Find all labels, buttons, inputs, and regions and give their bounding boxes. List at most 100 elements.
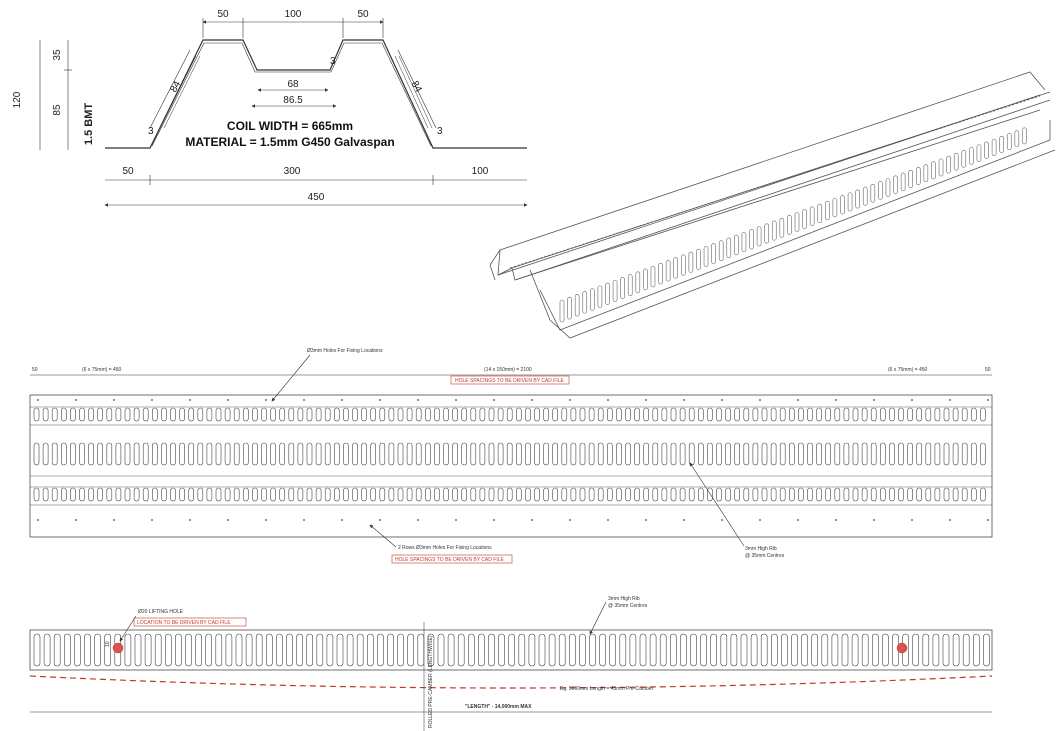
rib-slot bbox=[352, 487, 358, 502]
iso-slot bbox=[946, 155, 951, 174]
fixing-hole bbox=[37, 399, 39, 401]
rib-slot bbox=[970, 487, 977, 502]
iso-slot bbox=[605, 282, 610, 305]
rib-slot bbox=[932, 633, 940, 667]
rib-slot bbox=[53, 633, 61, 667]
rib-slot bbox=[70, 407, 76, 422]
rib-slot bbox=[508, 633, 516, 667]
rib-slot bbox=[206, 442, 213, 466]
rib-slot bbox=[525, 442, 531, 466]
fixing-hole bbox=[987, 399, 989, 401]
rib-slot bbox=[907, 487, 913, 502]
fixing-hole bbox=[607, 519, 609, 521]
rib-slot bbox=[88, 487, 94, 502]
plan-spacing-right: (6 x 75mm) = 450 bbox=[888, 367, 928, 373]
rib-slot bbox=[417, 633, 425, 667]
rib-slot bbox=[195, 633, 202, 667]
elevation-slots bbox=[33, 633, 990, 667]
rib-slot bbox=[179, 442, 185, 466]
rib-slot bbox=[518, 633, 526, 667]
rib-slot bbox=[752, 442, 759, 466]
rib-slot bbox=[770, 407, 777, 422]
rib-slot bbox=[488, 442, 495, 466]
rib-slot bbox=[743, 487, 750, 502]
rib-slot bbox=[406, 487, 413, 502]
rib-slot bbox=[461, 442, 468, 466]
rib-slot bbox=[106, 487, 113, 502]
rib-slot bbox=[406, 407, 413, 422]
rib-slot bbox=[743, 407, 750, 422]
fixing-hole bbox=[949, 519, 951, 521]
rib-slot bbox=[142, 407, 149, 422]
elev-length: "LENGTH" - 14,000mm MAX bbox=[465, 704, 532, 710]
fixing-hole bbox=[113, 399, 115, 401]
elev-camber-example: Eg. 9000mm Length = 45mm Pre-Camber bbox=[560, 686, 654, 692]
rib-slot bbox=[980, 487, 986, 502]
iso-slot bbox=[999, 135, 1004, 153]
rib-slot bbox=[534, 487, 540, 502]
rib-slot bbox=[261, 407, 267, 422]
rib-slot bbox=[943, 442, 950, 466]
rib-slot bbox=[407, 633, 415, 667]
rib-slot bbox=[697, 442, 704, 466]
rib-slot bbox=[356, 633, 364, 667]
rib-slot bbox=[688, 487, 695, 502]
rib-slot bbox=[625, 407, 631, 422]
rib-slot bbox=[561, 442, 568, 466]
rib-slot bbox=[534, 442, 540, 466]
rib-slot bbox=[661, 407, 668, 422]
iso-slot bbox=[711, 243, 716, 264]
rib-slot bbox=[889, 407, 895, 422]
rib-slot bbox=[397, 407, 404, 422]
iso-slot bbox=[734, 234, 739, 256]
rib-slot bbox=[70, 442, 76, 466]
rib-slot bbox=[834, 442, 841, 466]
rib-slot bbox=[579, 487, 586, 502]
rib-slot bbox=[916, 487, 923, 502]
rib-slot bbox=[170, 442, 176, 466]
rib-slot bbox=[961, 407, 968, 422]
rib-slot bbox=[361, 487, 367, 502]
fixing-hole bbox=[797, 399, 799, 401]
iso-slot bbox=[749, 229, 754, 250]
rib-slot bbox=[788, 442, 795, 466]
rib-slot bbox=[179, 407, 185, 422]
rib-slot bbox=[361, 407, 367, 422]
radius-left: 3 bbox=[148, 126, 154, 137]
elev-rolled-label: ROLLED PRE-CAMBER (LENGTHWISE) bbox=[428, 635, 434, 728]
iso-slot bbox=[756, 226, 762, 247]
elev-note-rib-centres: @ 35mm Centres bbox=[608, 603, 648, 609]
rib-slot bbox=[625, 487, 631, 502]
rib-slot bbox=[661, 442, 668, 466]
rib-slot bbox=[288, 407, 295, 422]
rib-slot bbox=[781, 633, 788, 667]
rib-slot bbox=[871, 633, 879, 667]
dim-web-right: 84 bbox=[409, 79, 424, 94]
iso-slot bbox=[855, 189, 860, 209]
rib-slot bbox=[841, 633, 849, 667]
rib-slot bbox=[688, 407, 695, 422]
rib-slot bbox=[534, 407, 540, 422]
rib-slot bbox=[379, 407, 386, 422]
fixing-hole bbox=[569, 399, 571, 401]
rib-slot bbox=[811, 633, 819, 667]
rib-slot bbox=[770, 442, 777, 466]
rib-slot bbox=[970, 442, 977, 466]
rib-slot bbox=[834, 487, 841, 502]
rib-slot bbox=[725, 487, 731, 502]
iso-slot bbox=[559, 299, 565, 323]
rib-slot bbox=[488, 633, 495, 667]
rib-slot bbox=[697, 407, 704, 422]
material-label: MATERIAL = 1.5mm G450 Galvaspan bbox=[185, 135, 394, 149]
rib-slot bbox=[461, 487, 468, 502]
rib-slot bbox=[770, 487, 777, 502]
rib-slot bbox=[179, 487, 185, 502]
fixing-hole bbox=[759, 399, 761, 401]
rib-slot bbox=[152, 487, 158, 502]
rib-slot bbox=[261, 442, 267, 466]
rib-slot bbox=[88, 407, 94, 422]
iso-slot bbox=[938, 158, 944, 177]
rib-slot bbox=[124, 487, 131, 502]
rib-slot bbox=[243, 487, 249, 502]
elevation-view bbox=[29, 622, 993, 731]
